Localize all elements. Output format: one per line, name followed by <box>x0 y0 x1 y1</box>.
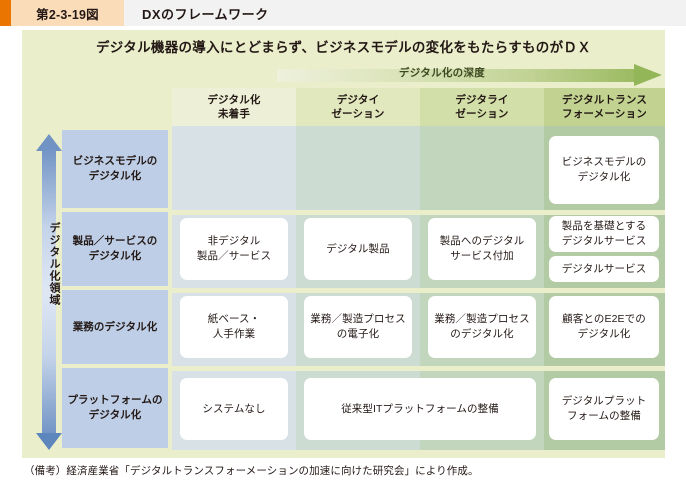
source-note: （備考）経済産業省「デジタルトランスフォーメーションの加速に向けた研究会」により… <box>24 465 479 477</box>
cell-r4c4-line2: フォームの整備 <box>567 410 641 422</box>
cell-r2c1-line1: 非デジタル <box>207 235 261 248</box>
cell-r4c2c3-line1: 従来型ITプラットフォームの整備 <box>341 402 499 415</box>
figure-title: デジタル機器の導入にとどまらず、ビジネスモデルの変化をもたらすものがＤＸ <box>95 40 592 55</box>
cell-r2c4-top-line2: デジタルサービス <box>561 235 647 247</box>
figure-caption-title: DXのフレームワーク <box>142 6 269 22</box>
column-header-3-line1: デジタライ <box>455 93 509 106</box>
cell-r2c2-line1: デジタル製品 <box>326 242 390 255</box>
cell-r2c1: 非デジタル製品／サービス <box>180 218 288 280</box>
cell-r1c4-line2: デジタル化 <box>577 171 631 183</box>
column-header-1-line2: 未着手 <box>217 108 251 120</box>
cell-r2c3: 製品へのデジタルサービス付加 <box>428 218 536 280</box>
caption-divider <box>0 26 686 27</box>
column-header-4: デジタルトランスフォーメーション <box>544 88 665 126</box>
cell-r4c2c3-merged: 従来型ITプラットフォームの整備 <box>304 378 536 440</box>
cell-r4c1-line1: システムなし <box>202 402 266 415</box>
caption-bar: 第2-3-19図 DXのフレームワーク <box>0 0 686 26</box>
cell-r3c3-line1: 業務／製造プロセス <box>434 313 530 326</box>
cell-r1c4-line1: ビジネスモデルの <box>561 156 647 169</box>
cell-r3c1-line2: 人手作業 <box>212 328 256 340</box>
row-label-2-line2: デジタル化 <box>88 250 142 262</box>
column-header-1-line1: デジタル化 <box>207 93 261 106</box>
cell-r3c2: 業務／製造プロセスの電子化 <box>304 296 412 358</box>
cell-r2c4-top-line1: 製品を基礎とする <box>561 220 647 233</box>
cell-r2c4-bottom: デジタルサービス <box>549 256 659 282</box>
depth-arrow-head-icon <box>634 64 662 86</box>
row-label-platform: プラットフォームのデジタル化 <box>62 368 168 448</box>
domain-axis-arrow: デジタル化領域 <box>36 134 62 450</box>
row-separator-3 <box>172 366 665 371</box>
depth-axis-arrow: デジタル化の深度 <box>277 64 662 86</box>
column-header-3-line2: ゼーション <box>455 108 509 120</box>
cell-r3c2-line1: 業務／製造プロセス <box>310 313 406 326</box>
cell-r3c1: 紙ベース・人手作業 <box>180 296 288 358</box>
cell-r2c3-line1: 製品へのデジタル <box>439 235 525 248</box>
cell-r4c4: デジタルプラットフォームの整備 <box>549 378 659 440</box>
cell-r4c1: システムなし <box>180 378 288 440</box>
cell-r3c4-line2: デジタル化 <box>577 328 631 340</box>
column-header-4-line2: フォーメーション <box>562 108 647 120</box>
row-label-business-model: ビジネスモデルのデジタル化 <box>62 130 168 208</box>
column-header-2-line2: ゼーション <box>331 108 385 120</box>
cell-r3c4: 顧客とのE2Eでのデジタル化 <box>549 296 659 358</box>
column-header-2: デジタイゼーション <box>296 88 420 126</box>
row-label-product-service: 製品／サービスのデジタル化 <box>62 212 168 286</box>
cell-r2c2: デジタル製品 <box>304 218 412 280</box>
column-header-1: デジタル化未着手 <box>172 88 296 126</box>
cell-r3c2-line2: の電子化 <box>336 328 380 340</box>
row-label-4-line2: デジタル化 <box>88 409 142 421</box>
figure-number: 第2-3-19図 <box>11 0 124 26</box>
cell-r3c4-line1: 顧客とのE2Eでの <box>562 313 646 326</box>
row-separator-2 <box>172 288 665 293</box>
cell-r2c4-bottom-line1: デジタルサービス <box>561 262 647 275</box>
cell-r2c1-line2: 製品／サービス <box>196 250 272 262</box>
row-label-4-line1: プラットフォームの <box>67 394 163 407</box>
row-label-operations: 業務のデジタル化 <box>62 290 168 364</box>
caption-accent-bar <box>0 0 11 26</box>
row-separator-1 <box>172 210 665 215</box>
column-header-4-line1: デジタルトランス <box>561 93 648 106</box>
row-label-1-line2: デジタル化 <box>88 170 142 182</box>
depth-axis-label: デジタル化の深度 <box>398 67 486 79</box>
cell-r2c4-top: 製品を基礎とするデジタルサービス <box>549 216 659 252</box>
column-header-2-line1: デジタイ <box>336 93 380 106</box>
row-label-3-line1: 業務のデジタル化 <box>72 320 158 333</box>
cell-r4c4-line1: デジタルプラット <box>561 395 647 408</box>
row-label-1-line1: ビジネスモデルの <box>72 155 158 168</box>
cell-r3c3: 業務／製造プロセスのデジタル化 <box>428 296 536 358</box>
figure-panel: デジタル機器の導入にとどまらず、ビジネスモデルの変化をもたらすものがＤＸ デジタ… <box>22 30 665 458</box>
row-label-2-line1: 製品／サービスの <box>72 235 158 248</box>
column-header-row: デジタル化未着手 デジタイゼーション デジタライゼーション デジタルトランスフォ… <box>172 88 665 126</box>
depth-arrow-shaft <box>277 69 634 82</box>
domain-axis-label: デジタル化領域 <box>48 222 60 306</box>
cell-r3c3-line2: のデジタル化 <box>450 328 514 340</box>
domain-arrow-shaft <box>42 147 56 437</box>
cell-r1c4: ビジネスモデルのデジタル化 <box>549 136 659 204</box>
domain-arrow-head-up-icon <box>36 134 62 151</box>
cell-r3c1-line1: 紙ベース・ <box>207 313 261 326</box>
domain-arrow-head-down-icon <box>36 433 62 450</box>
framework-matrix: デジタル化未着手 デジタイゼーション デジタライゼーション デジタルトランスフォ… <box>62 88 665 450</box>
cell-r2c3-line2: サービス付加 <box>450 250 514 262</box>
column-header-3: デジタライゼーション <box>420 88 544 126</box>
